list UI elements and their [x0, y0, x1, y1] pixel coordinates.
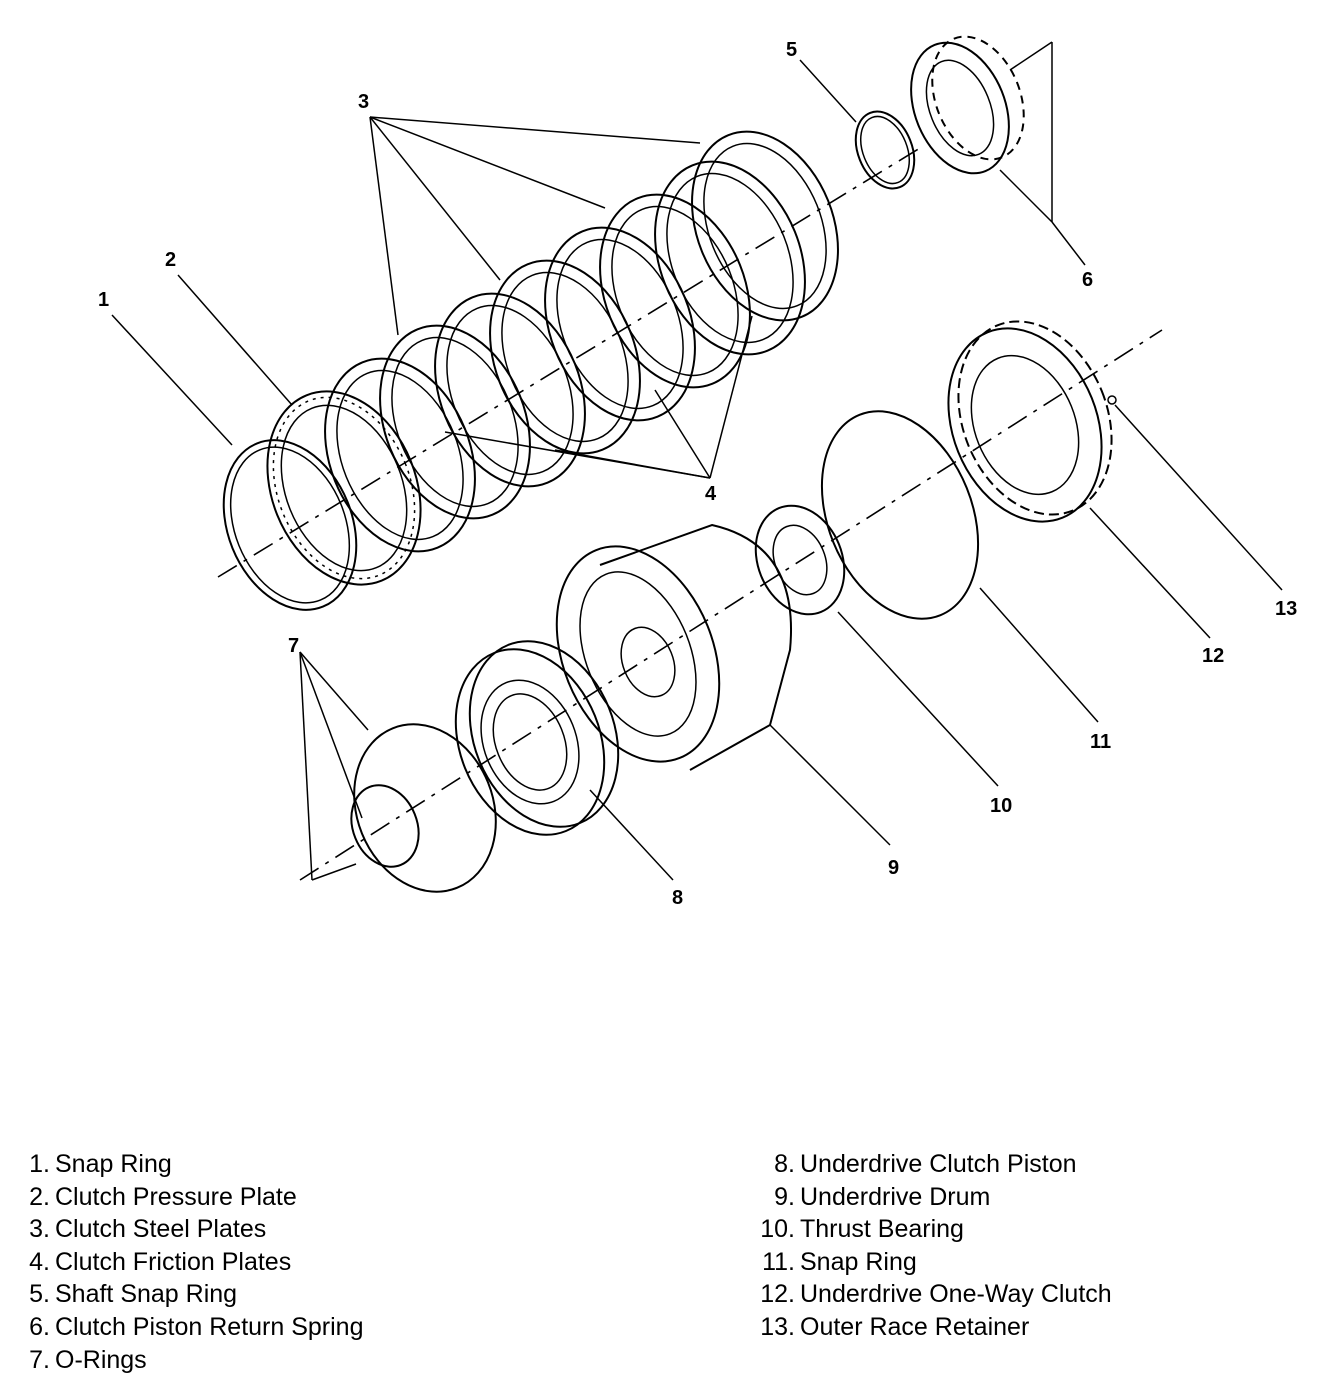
callout-9: 9 [888, 857, 899, 879]
legend-item-12: 12.Underdrive One-Way Clutch [760, 1280, 1112, 1309]
legend-item-10: 10.Thrust Bearing [760, 1215, 964, 1244]
parts-legend-right: 8.Underdrive Clutch Piston 9.Underdrive … [752, 1148, 1112, 1344]
legend-item-4: 4.Clutch Friction Plates [29, 1247, 292, 1276]
callout-13: 13 [1275, 598, 1297, 620]
upper-axis-centerline [217, 147, 921, 578]
callout-7: 7 [288, 635, 299, 657]
callout-12: 12 [1202, 645, 1224, 667]
exploded-view-diagram: 1 2 3 4 5 6 7 8 9 10 11 12 13 [98, 35, 1297, 909]
legend-item-11: 11.Snap Ring [762, 1247, 917, 1276]
lower-axis-centerline [299, 329, 1163, 881]
callout-11: 11 [1090, 731, 1111, 753]
legend-item-3: 3.Clutch Steel Plates [29, 1215, 267, 1244]
clutch-piston-return-spring-part [910, 35, 1025, 175]
outer-race-retainer-part [1107, 395, 1117, 405]
callout-2: 2 [165, 249, 176, 271]
legend-item-9: 9.Underdrive Drum [774, 1182, 991, 1211]
legend-item-7: 7.O-Rings [29, 1345, 147, 1374]
callout-10: 10 [990, 795, 1012, 817]
snap-ring-large-part [820, 410, 980, 620]
shaft-snap-ring-part [854, 110, 916, 190]
legend-item-5: 5.Shaft Snap Ring [29, 1280, 238, 1309]
parts-legend-left: 1.Snap Ring 2.Clutch Pressure Plate 3.Cl… [20, 1148, 363, 1376]
legend-item-6: 6.Clutch Piston Return Spring [29, 1312, 364, 1341]
leader-lines [111, 41, 1283, 881]
underdrive-clutch-piston-part [454, 640, 620, 836]
legend-item-1: 1.Snap Ring [29, 1150, 172, 1178]
underdrive-one-way-clutch-part [947, 320, 1113, 523]
callout-5: 5 [786, 39, 797, 61]
o-rings-part [350, 723, 497, 893]
callout-6: 6 [1082, 269, 1093, 291]
clutch-pressure-plate-part [266, 390, 422, 586]
callout-4: 4 [705, 483, 717, 505]
legend-item-8: 8.Underdrive Clutch Piston [774, 1150, 1077, 1178]
legend-item-2: 2.Clutch Pressure Plate [29, 1182, 297, 1211]
snap-ring-part [222, 439, 358, 611]
callout-8: 8 [672, 887, 683, 909]
thrust-bearing-part [754, 504, 846, 616]
legend-item-13: 13.Outer Race Retainer [760, 1312, 1030, 1341]
callout-3: 3 [358, 91, 369, 113]
callout-1: 1 [98, 289, 109, 311]
clutch-plates-stack [324, 130, 839, 553]
